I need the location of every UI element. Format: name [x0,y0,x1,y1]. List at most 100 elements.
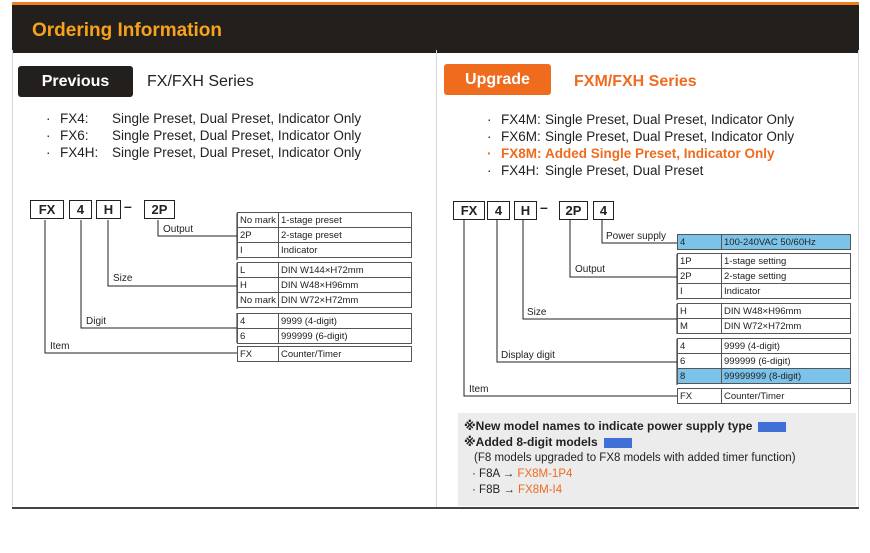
cell-code: I [677,283,722,299]
upgrade-notes-box: ※New model names to indicate power suppl… [458,413,856,506]
label-item: Item [50,341,70,352]
cell-desc: 100-240VAC 50/60Hz [721,234,851,250]
bullet: · [487,112,492,127]
new-model: FX8M-1P4 [517,468,573,480]
cell-desc: DIN W72×H72mm [721,318,851,334]
model-code: FX4H: [60,145,99,160]
model-desc: Single Preset, Dual Preset, Indicator On… [545,112,795,127]
code-separator: – [540,199,548,215]
model-code: FX6: [60,128,89,143]
cell-desc: Indicator [721,283,851,299]
code-box-power: 4 [593,201,614,220]
list-item-highlighted: ·FX8M:Added Single Preset, Indicator Onl… [487,145,794,162]
model-code: FX6M: [501,129,541,144]
note-mapping-f8a: · F8A → FX8M-1P4 [472,468,572,480]
list-item: · FX6: Single Preset, Dual Preset, Indicat… [46,127,361,144]
label-output: Output [163,224,194,235]
label-size: Size [113,273,133,284]
note-text: ※Added 8-digit models [464,435,598,449]
list-item: ·FX4M:Single Preset, Dual Preset, Indica… [487,111,794,128]
bullet: · [46,128,51,143]
cell-code: 6 [677,353,722,369]
cell-desc: 9999 (4-digit) [721,338,851,354]
model-desc: Single Preset, Dual Preset, Indicator On… [545,129,795,144]
bullet: · [472,484,476,496]
note-power-supply: ※New model names to indicate power suppl… [464,419,787,433]
cell-desc: 999999 (6-digit) [721,353,851,369]
previous-panel [12,50,437,507]
cell-code: H [677,303,722,319]
upgrade-model-list: ·FX4M:Single Preset, Dual Preset, Indica… [487,111,794,179]
cell-code: 8 [677,368,722,384]
cell-desc: DIN W48×H96mm [721,303,851,319]
old-model: F8B [479,484,501,496]
upgrade-tab: Upgrade [444,64,551,95]
arrow-icon: → [503,484,515,496]
cell-code: 2P [677,268,722,284]
cell-code: 4 [677,234,722,250]
bullet: · [487,146,492,161]
page-title: Ordering Information [32,20,222,41]
code-box-digit: 4 [69,200,92,219]
note-text: ※New model names to indicate power suppl… [464,419,753,433]
label-digit: Digit [86,316,107,327]
model-code: FX4: [60,111,89,126]
bullet: · [487,163,492,178]
model-desc: Single Preset, Dual Preset, Indicator On… [112,128,362,143]
bullet: · [46,111,51,126]
cell-desc: Counter/Timer [721,388,851,404]
label-power-supply: Power supply [606,231,667,242]
note-mapping-f8b: · F8B → FX8M-I4 [472,484,562,496]
cell-desc: 99999999 (8-digit) [721,368,851,384]
list-item: ·FX4H:Single Preset, Dual Preset [487,162,794,179]
legend-swatch [758,421,787,432]
label-output: Output [575,264,606,275]
code-box-output: 2P [559,201,588,220]
code-box-size: H [96,200,121,219]
code-box-output: 2P [144,200,175,219]
new-model: FX8M-I4 [518,484,563,496]
cell-desc: DIN W72×H72mm [278,292,412,308]
cell-code: 4 [677,338,722,354]
bullet: · [472,468,476,480]
cell-code: 1P [677,253,722,269]
label-item: Item [469,384,489,395]
note-8-digit: ※Added 8-digit models [464,435,632,449]
model-code: FX4H: [501,163,540,178]
label-size: Size [527,307,547,318]
previous-series-title: FX/FXH Series [147,73,254,90]
model-desc: Single Preset, Dual Preset, Indicator On… [112,111,362,126]
list-item: · FX6M: Single Preset, Dual Preset, Indica… [487,128,794,145]
arrow-icon: → [502,468,515,480]
bullet: · [46,145,51,160]
upgrade-panel [435,50,859,507]
code-box-size: H [514,201,537,220]
bottom-divider [12,507,859,509]
model-desc: Single Preset, Dual Preset, Indicator On… [112,145,362,160]
code-box-series: FX [30,200,64,219]
cell-desc: 999999 (6-digit) [278,328,412,344]
previous-tab: Previous [18,66,133,97]
list-item: · FX4: Single Preset, Dual Preset, Indicat… [46,110,361,127]
model-desc: Added Single Preset, Indicator Only [545,146,775,161]
bullet: · [487,129,492,144]
legend-swatch [603,437,632,448]
cell-code: FX [677,388,722,404]
upgrade-series-title: FXM/FXH Series [574,73,697,90]
